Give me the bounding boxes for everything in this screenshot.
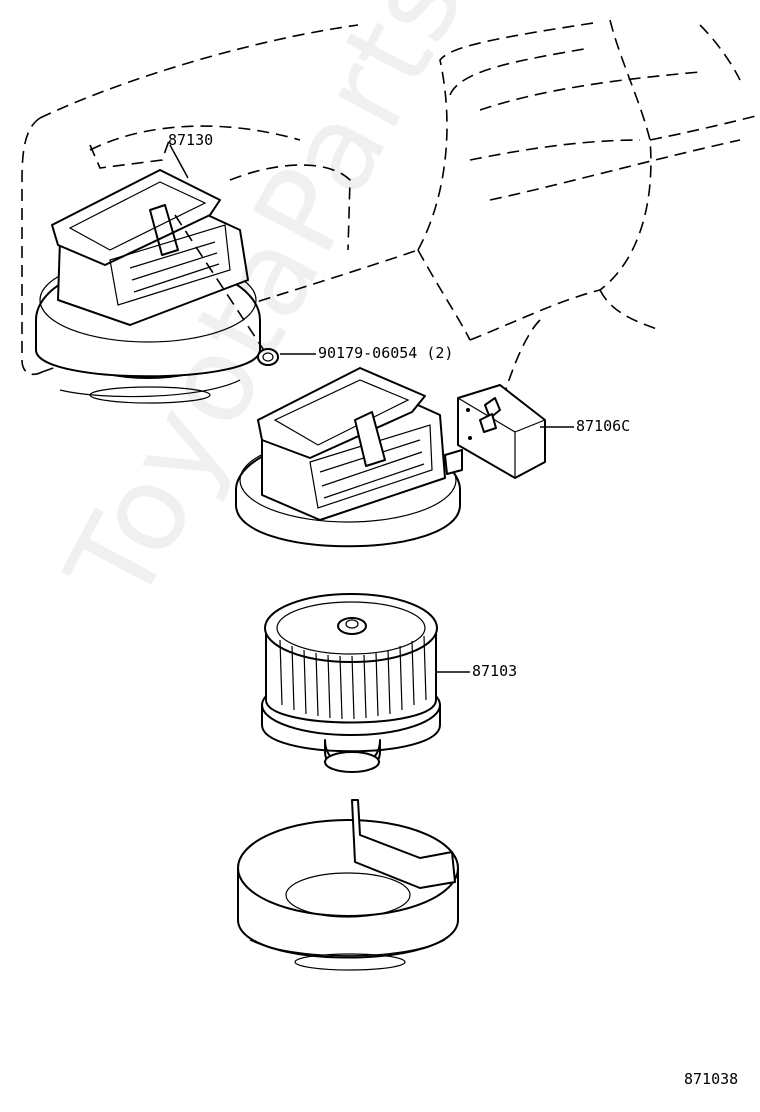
lower-housing [237, 799, 459, 971]
installed-blower-unit [35, 169, 261, 404]
callout-fan-motor: 87103 [472, 662, 518, 680]
callout-clip: 90179-06054 (2) [318, 344, 454, 362]
leader-lines [169, 144, 574, 673]
resistor-part [457, 384, 546, 479]
blower-case [235, 367, 463, 548]
callout-duct-housing: 87130 [168, 131, 214, 149]
clip-part [174, 214, 279, 366]
callout-resistor: 87106C [576, 417, 631, 435]
illustration-id: 871038 [684, 1070, 739, 1088]
fan-motor-part [261, 593, 441, 773]
